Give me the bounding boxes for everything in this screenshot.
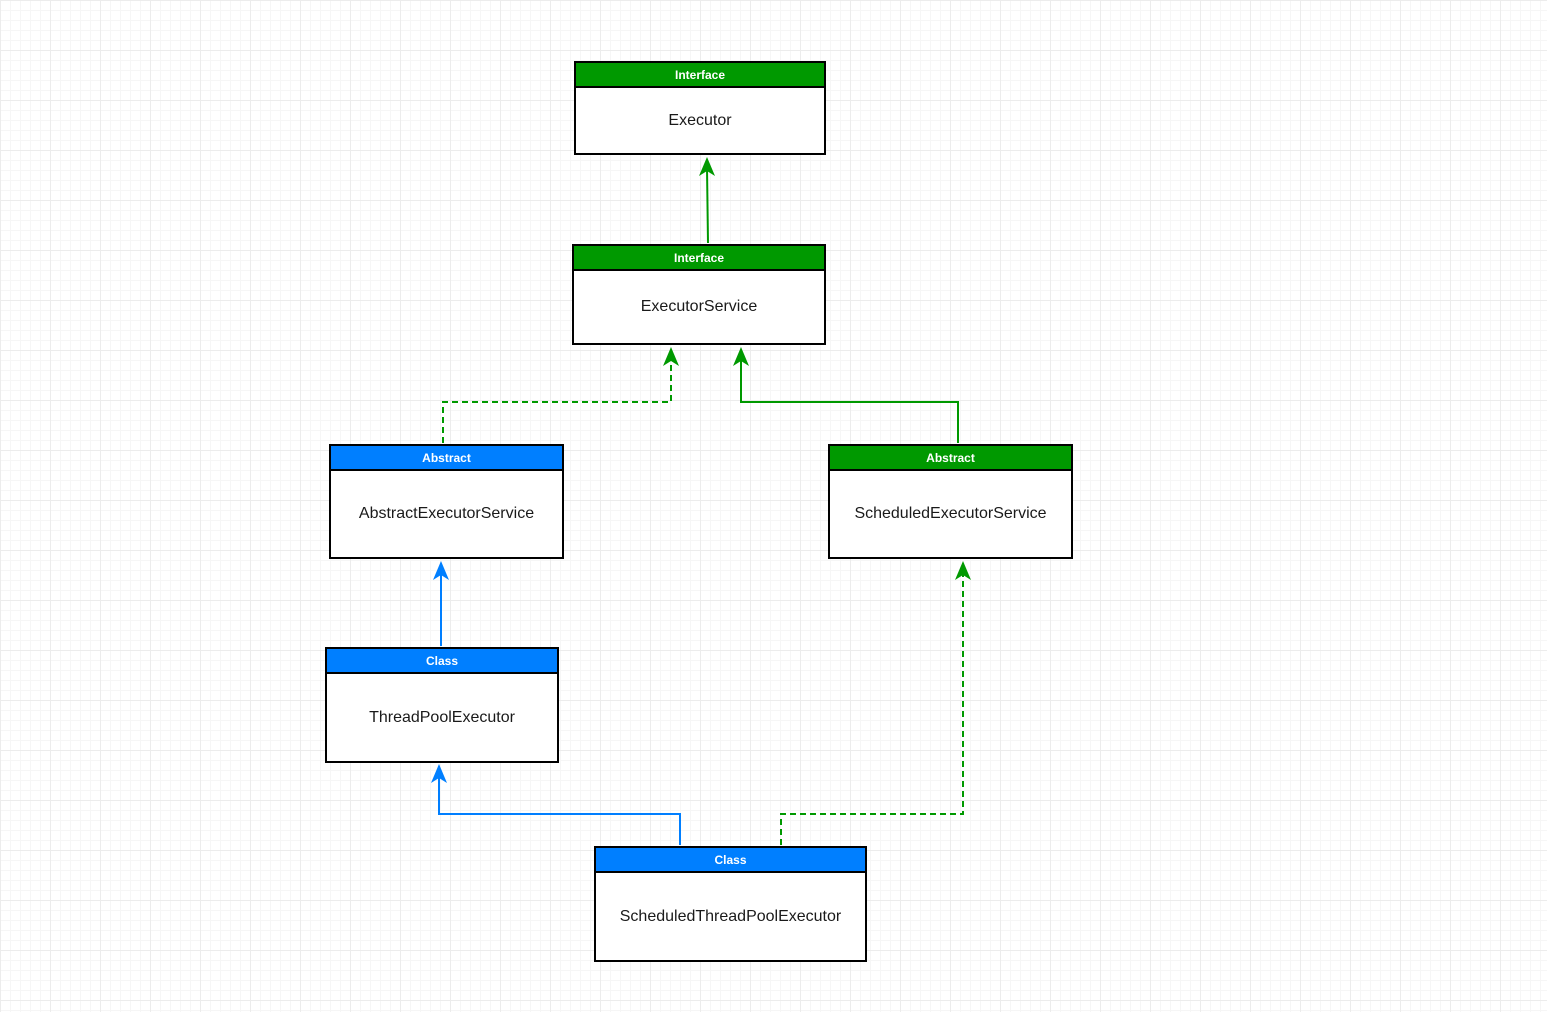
node-executor-name: Executor [668, 111, 732, 129]
node-scheduled-thread-pool-executor-stereotype: Class [596, 848, 865, 873]
node-executor-stereotype: Interface [576, 63, 824, 88]
node-thread-pool-executor-name: ThreadPoolExecutor [369, 708, 515, 726]
node-abstract-executor-service-name: AbstractExecutorService [358, 505, 535, 522]
edge-threadpoolexecutor-to-abstractexecutorservice [433, 561, 449, 646]
node-scheduled-thread-pool-executor[interactable]: Class ScheduledThreadPoolExecutor [594, 846, 867, 962]
edge-abstractexecutorservice-to-executorservice [442, 347, 679, 443]
node-abstract-executor-service[interactable]: Abstract AbstractExecutorService [329, 444, 564, 559]
edge-scheduledthreadpoolexecutor-to-scheduledexecutorservice [780, 561, 971, 845]
node-executor[interactable]: Interface Executor [574, 61, 826, 155]
node-thread-pool-executor-stereotype: Class [327, 649, 557, 674]
node-abstract-executor-service-stereotype: Abstract [331, 446, 562, 471]
node-scheduled-executor-service[interactable]: Abstract ScheduledExecutorService [828, 444, 1073, 559]
node-executor-service-stereotype: Interface [574, 246, 824, 271]
node-scheduled-executor-service-stereotype: Abstract [830, 446, 1071, 471]
node-scheduled-thread-pool-executor-name: ScheduledThreadPoolExecutor [619, 907, 842, 925]
edge-scheduledexecutorservice-to-executorservice [733, 347, 959, 443]
edge-scheduledthreadpoolexecutor-to-threadpoolexecutor [431, 764, 681, 845]
node-executor-service-name: ExecutorService [640, 298, 758, 315]
node-executor-service[interactable]: Interface ExecutorService [572, 244, 826, 345]
edge-executorservice-to-executor [699, 157, 715, 244]
node-thread-pool-executor[interactable]: Class ThreadPoolExecutor [325, 647, 559, 763]
node-scheduled-executor-service-name: ScheduledExecutorService [854, 505, 1047, 522]
